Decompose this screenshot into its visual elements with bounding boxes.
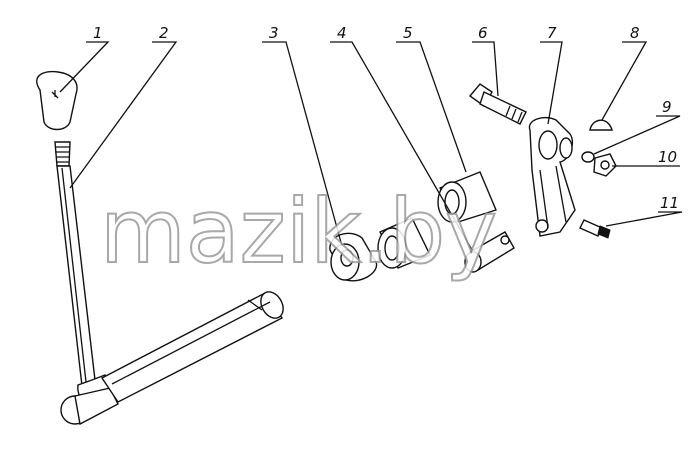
callout-9: 9 bbox=[662, 98, 672, 116]
part-9-washer bbox=[581, 151, 595, 163]
callout-1: 1 bbox=[93, 24, 103, 42]
callout-11: 11 bbox=[660, 194, 679, 212]
callout-7: 7 bbox=[547, 24, 557, 42]
part-1-knob bbox=[36, 70, 78, 131]
part-7-bracket bbox=[528, 116, 576, 237]
watermark: mazik.by bbox=[100, 180, 497, 283]
part-5-bushing bbox=[377, 171, 497, 269]
part-10-nut bbox=[593, 153, 617, 177]
callout-labels: 1 2 3 4 5 6 7 8 9 10 11 bbox=[93, 24, 679, 212]
callout-6: 6 bbox=[478, 24, 488, 42]
callout-8: 8 bbox=[630, 24, 640, 42]
part-6-bolt bbox=[468, 83, 527, 125]
part-4-pin bbox=[464, 231, 515, 273]
callout-3: 3 bbox=[269, 24, 279, 42]
callout-5: 5 bbox=[403, 24, 413, 42]
callout-2: 2 bbox=[159, 24, 169, 42]
callout-10: 10 bbox=[658, 148, 677, 166]
callout-4: 4 bbox=[337, 24, 347, 42]
leader-lines bbox=[59, 41, 683, 251]
part-2-lever bbox=[54, 141, 284, 426]
part-8-key bbox=[589, 119, 613, 131]
part-11-cotter-pin bbox=[579, 219, 611, 239]
